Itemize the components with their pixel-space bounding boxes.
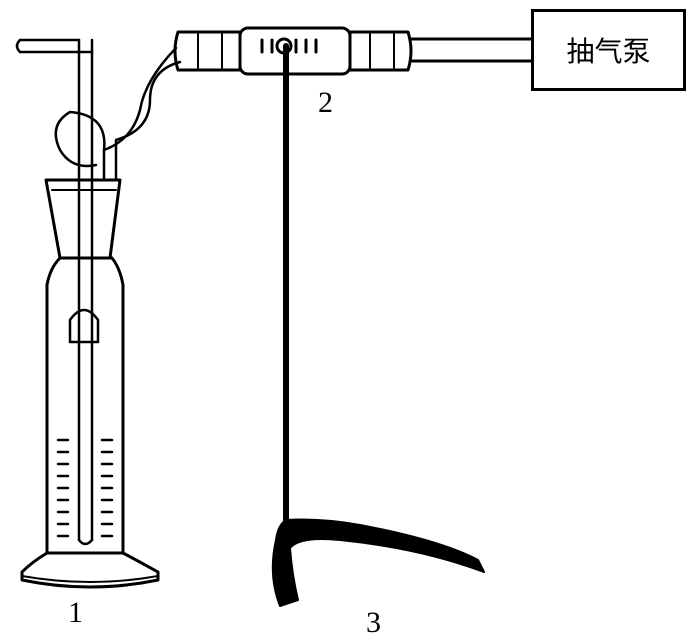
rubber-stopper [44, 178, 122, 260]
iron-stand [271, 43, 485, 607]
outlet-tube [54, 46, 182, 182]
vacuum-pump-label: 抽气泵 [566, 35, 651, 68]
label-stand: 3 [366, 606, 381, 639]
sampling-tube [173, 26, 413, 76]
label-tube: 2 [318, 86, 333, 119]
pump-hose [410, 37, 533, 63]
dip-tube [15, 38, 100, 546]
label-bottle: 1 [68, 596, 83, 629]
vacuum-pump-box: 抽气泵 [531, 9, 686, 91]
gas-washing-bottle [20, 256, 160, 589]
